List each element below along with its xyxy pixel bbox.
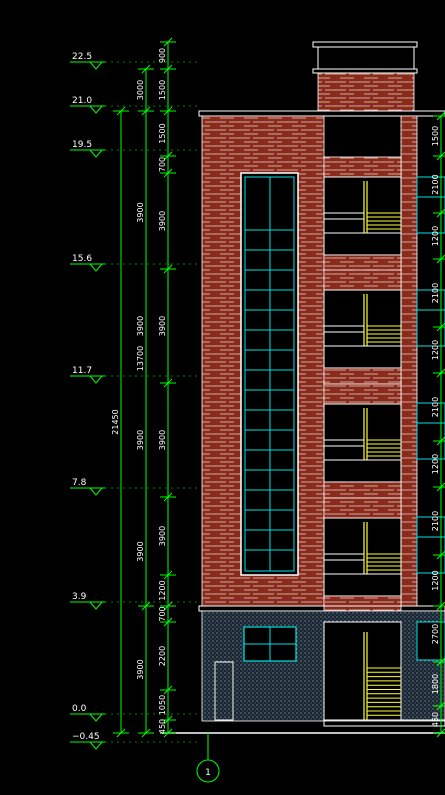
balcony-slab — [323, 345, 402, 369]
dim-right-label: 2700 — [431, 624, 440, 644]
dim-outer-label: 700 — [158, 157, 167, 172]
balcony-brick-band — [323, 367, 402, 385]
balcony-brick-band — [323, 595, 402, 613]
level-triangle — [89, 741, 103, 750]
dim-outer-label: 2200 — [158, 646, 167, 666]
level-label: 11.7 — [72, 366, 92, 376]
dim-outer-label: 1500 — [158, 123, 167, 143]
right-side-windows — [416, 176, 445, 574]
dim-storey-inner-label: 3900 — [136, 541, 145, 561]
level-label: 21.0 — [72, 96, 92, 106]
roof-housing-brick — [317, 72, 415, 112]
dim-right-label: 1200 — [431, 340, 440, 360]
balcony-slab — [323, 459, 402, 483]
dimension-chain-storey: 3000 13700 3900 3900 3900 3900 3900 — [136, 64, 154, 738]
side-window — [416, 516, 445, 574]
dim-right-label: 1200 — [431, 454, 440, 474]
dimension-chain-outer: 900 1500 1500 700 3900 3900 3900 3900 1200 700 220… — [158, 37, 176, 738]
dim-outer-label: 3900 — [158, 430, 167, 450]
building — [160, 41, 445, 734]
level-triangle — [89, 601, 103, 610]
dimension-chain-right: 1500 2100 1200 2100 1200 2100 1200 2100 1200 2700… — [431, 111, 445, 738]
dim-outer-label: 700 — [158, 606, 167, 621]
level-triangle — [89, 263, 103, 272]
dim-total-label: 21450 — [111, 409, 120, 434]
level-label: 7.8 — [72, 478, 87, 488]
ground-stair-railing — [363, 632, 401, 720]
stair-window-grid — [244, 176, 295, 572]
roof-housing-cornice — [312, 68, 418, 74]
balcony-brick-band — [323, 481, 402, 499]
balcony-slab — [323, 573, 402, 597]
side-window — [416, 289, 445, 347]
dim-right-label: 2100 — [431, 174, 440, 194]
dim-right-label: 2100 — [431, 397, 440, 417]
dim-outer-label: 1200 — [158, 580, 167, 600]
dim-right-label: 1800 — [431, 674, 440, 694]
dim-outer-label: 3900 — [158, 316, 167, 336]
balcony-brick-band — [323, 156, 402, 178]
main-roof-cornice — [198, 110, 445, 117]
dim-storey-inner-label: 3900 — [136, 316, 145, 336]
ground-floor-door — [214, 661, 234, 721]
side-window — [416, 176, 445, 234]
window-inner-frame — [244, 176, 295, 572]
dim-outer-label: 900 — [158, 48, 167, 63]
dim-outer-label: 450 — [158, 719, 167, 734]
dim-storey-label: 3000 — [136, 80, 145, 100]
elevation-markers: 22.5 21.0 19.5 15.6 11.7 7.8 3.9 0.0 −0.45 — [70, 52, 200, 750]
level-triangle — [89, 105, 103, 114]
balcony-slab — [323, 232, 402, 256]
axis-label: 1 — [205, 768, 211, 778]
ground-stair-opening — [323, 621, 402, 721]
level-label: 3.9 — [72, 592, 87, 602]
balcony-opening — [323, 403, 402, 461]
balcony-opening — [323, 517, 402, 575]
level-label: −0.45 — [72, 732, 100, 742]
dim-right-label: 1500 — [431, 126, 440, 146]
level-triangle — [89, 713, 103, 722]
balcony-brick-band — [323, 383, 402, 405]
axis-bubble — [196, 759, 220, 783]
side-window — [416, 402, 445, 460]
level-triangle — [89, 487, 103, 496]
level-label: 22.5 — [72, 52, 92, 62]
balcony-bays — [323, 156, 402, 613]
balcony-brick-band — [323, 269, 402, 291]
balcony-opening — [323, 176, 402, 234]
balcony-opening — [323, 289, 402, 347]
roof-stair-housing — [317, 46, 415, 70]
level-triangle — [89, 61, 103, 70]
level-triangle — [89, 375, 103, 384]
dim-outer-label: 1500 — [158, 80, 167, 100]
ground-right-window — [416, 621, 445, 661]
level-label: 0.0 — [72, 704, 87, 714]
dimension-chain-total: 21450 — [111, 106, 129, 738]
balcony-brick-band — [323, 254, 402, 272]
level-label: 19.5 — [72, 140, 92, 150]
balcony-brick-band — [323, 497, 402, 519]
dim-right-label: 2100 — [431, 511, 440, 531]
dim-right-label: 1200 — [431, 570, 440, 590]
entry-step — [323, 719, 445, 727]
dim-outer-label: 1050 — [158, 695, 167, 715]
dim-right-label: 2100 — [431, 283, 440, 303]
dim-outer-label: 3900 — [158, 526, 167, 546]
dim-storey-inner-label: 3900 — [136, 430, 145, 450]
roof-parapet-cap — [312, 41, 418, 48]
level-label: 15.6 — [72, 254, 92, 264]
dim-storey-inner-label: 3900 — [136, 202, 145, 222]
dim-outer-label: 3900 — [158, 211, 167, 231]
dim-right-label: 450 — [431, 712, 440, 727]
dim-storey-label: 3900 — [136, 659, 145, 679]
dim-storey-label: 13700 — [136, 346, 145, 371]
ground-floor-cornice — [198, 605, 445, 612]
dim-right-label: 1200 — [431, 226, 440, 246]
right-brick-pier — [400, 115, 418, 607]
level-triangle — [89, 149, 103, 158]
